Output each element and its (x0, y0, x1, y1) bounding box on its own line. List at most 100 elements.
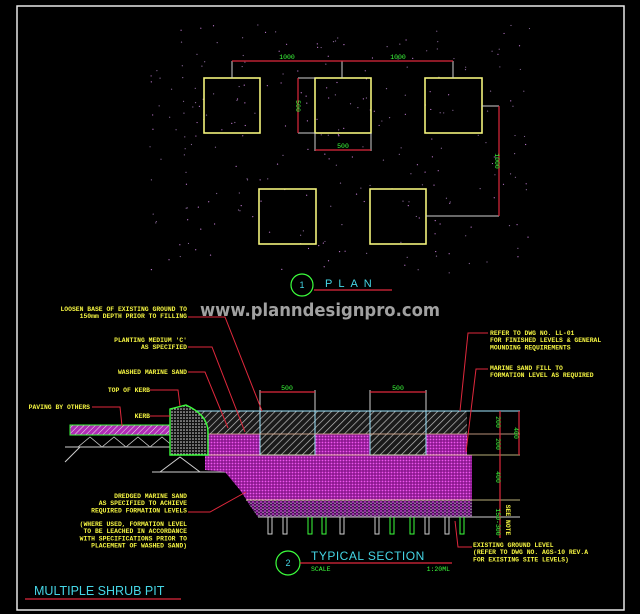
speckle (195, 249, 197, 251)
speckle (468, 262, 470, 265)
speckle (169, 116, 171, 118)
drawing-frame (16, 5, 625, 611)
speckle (465, 235, 467, 237)
speckle (431, 156, 434, 158)
speckle (278, 50, 280, 52)
pile (459, 517, 465, 535)
speckle (486, 110, 489, 112)
speckle (246, 179, 249, 181)
speckle (209, 254, 212, 256)
speckle (244, 102, 246, 104)
note-line: 150mm DEPTH PRIOR TO FILLING (80, 313, 188, 320)
speckle (257, 24, 259, 26)
dim-layer-4: 150-300 (494, 508, 501, 535)
speckle (448, 94, 450, 96)
speckle (503, 32, 505, 35)
plan-pit-2 (314, 77, 372, 134)
speckle (316, 43, 318, 45)
dim-total-top: 400 (512, 427, 519, 439)
speckle (186, 207, 188, 209)
speckle (185, 171, 187, 173)
speckle (327, 260, 330, 262)
pile (409, 517, 415, 535)
speckle (430, 108, 432, 111)
speckle (495, 157, 497, 159)
dim-pit-height: 500 (294, 100, 301, 112)
speckle (418, 217, 420, 219)
speckle (452, 109, 454, 111)
speckle (282, 73, 284, 75)
speckle (322, 242, 324, 244)
speckle (330, 205, 332, 207)
pile (282, 517, 288, 535)
speckle (325, 63, 327, 65)
speckle (508, 225, 511, 227)
speckle (412, 57, 414, 60)
speckle (509, 173, 512, 175)
speckle (525, 143, 527, 146)
speckle (448, 272, 450, 274)
speckle (175, 129, 177, 131)
speckle (192, 106, 194, 108)
speckle (201, 65, 203, 67)
speckle (182, 77, 184, 79)
speckle (259, 179, 261, 181)
speckle (155, 222, 157, 224)
speckle (300, 234, 302, 236)
speckle (519, 68, 521, 71)
speckle (435, 250, 437, 253)
speckle (440, 147, 442, 149)
speckle (404, 264, 406, 266)
speckle (328, 158, 330, 160)
speckle (155, 220, 157, 223)
speckle (306, 102, 308, 104)
speckle (406, 256, 408, 258)
speckle (285, 43, 288, 45)
section-slot-1 (259, 410, 316, 456)
speckle (150, 81, 152, 83)
speckle (417, 269, 419, 271)
speckle (205, 114, 208, 116)
speckle (343, 127, 345, 129)
section-title: TYPICAL SECTION (311, 549, 425, 563)
speckle (204, 61, 206, 63)
speckle (465, 66, 467, 68)
speckle (341, 224, 343, 226)
dim-layer-3: 400 (494, 471, 501, 483)
speckle (212, 25, 215, 27)
dim-slot-1: 500 (281, 385, 293, 392)
speckle (152, 213, 154, 215)
speckle (437, 170, 439, 172)
piles (267, 517, 465, 535)
speckle (297, 70, 299, 72)
speckle (416, 164, 419, 166)
drawing-title: MULTIPLE SHRUB PIT (34, 584, 165, 598)
speckle (307, 247, 310, 250)
speckle (431, 138, 433, 140)
speckle (268, 231, 271, 233)
speckle (235, 165, 237, 167)
speckle (244, 61, 246, 63)
note-line: (REFER TO DWG NO. AGS-10 REV.A (473, 549, 588, 556)
speckle (236, 98, 239, 100)
speckle (527, 236, 529, 238)
speckle (180, 29, 182, 31)
speckle (152, 114, 154, 116)
speckle (183, 112, 185, 114)
speckle (276, 163, 279, 165)
dim-layer-2: 200 (494, 438, 501, 450)
speckle (195, 135, 197, 137)
speckle (281, 268, 283, 270)
speckle (334, 94, 336, 96)
speckle (168, 259, 170, 261)
note-line: LOOSEN BASE OF EXISTING GROUND TO (60, 306, 187, 313)
plan-number: 1 (299, 280, 304, 290)
speckle (366, 252, 368, 255)
speckle (324, 153, 326, 155)
speckle (282, 154, 284, 156)
speckle (405, 39, 407, 41)
speckle (360, 187, 362, 189)
speckle (408, 201, 410, 203)
speckle (280, 82, 282, 84)
